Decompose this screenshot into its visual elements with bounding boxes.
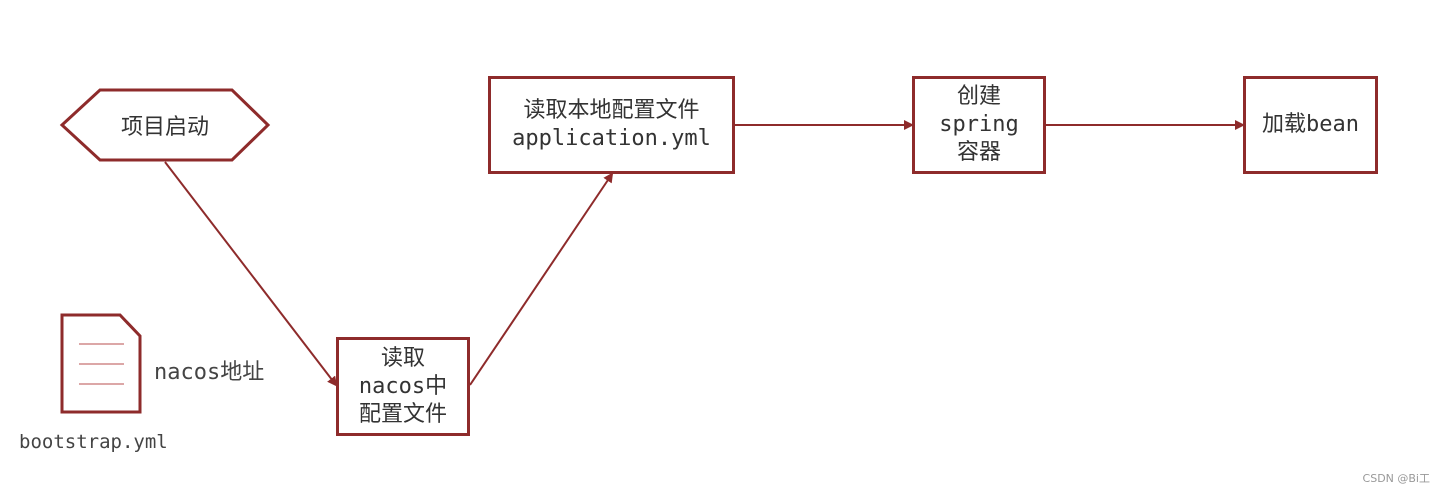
document-icon: [60, 313, 142, 414]
read-nacos-config-box: 读取 nacos中 配置文件: [336, 337, 470, 436]
box-line: application.yml: [512, 126, 711, 151]
file-content-label: nacos地址: [154, 360, 265, 385]
box-line: nacos中: [358, 373, 448, 399]
box-line: 加载bean: [1262, 112, 1359, 137]
arrow-start-to-read-nacos: [164, 161, 338, 387]
load-bean-box: 加载bean: [1243, 76, 1378, 174]
start-label: 项目启动: [120, 115, 209, 140]
box-line: 配置文件: [358, 401, 447, 427]
box-line: 容器: [956, 140, 1001, 165]
box-line: 读取本地配置文件: [523, 98, 700, 123]
file-name-label: bootstrap.yml: [19, 431, 168, 453]
box-line: 读取: [380, 345, 425, 371]
read-local-config-box: 读取本地配置文件 application.yml: [488, 76, 735, 174]
watermark: CSDN @Bi工: [1362, 472, 1430, 485]
start-hexagon: [59, 88, 271, 162]
create-spring-container-box: 创建 spring 容器: [912, 76, 1046, 174]
box-line: 创建: [956, 84, 1001, 109]
arrow-read-nacos-to-read-local: [469, 172, 614, 386]
box-line: spring: [939, 112, 1019, 137]
